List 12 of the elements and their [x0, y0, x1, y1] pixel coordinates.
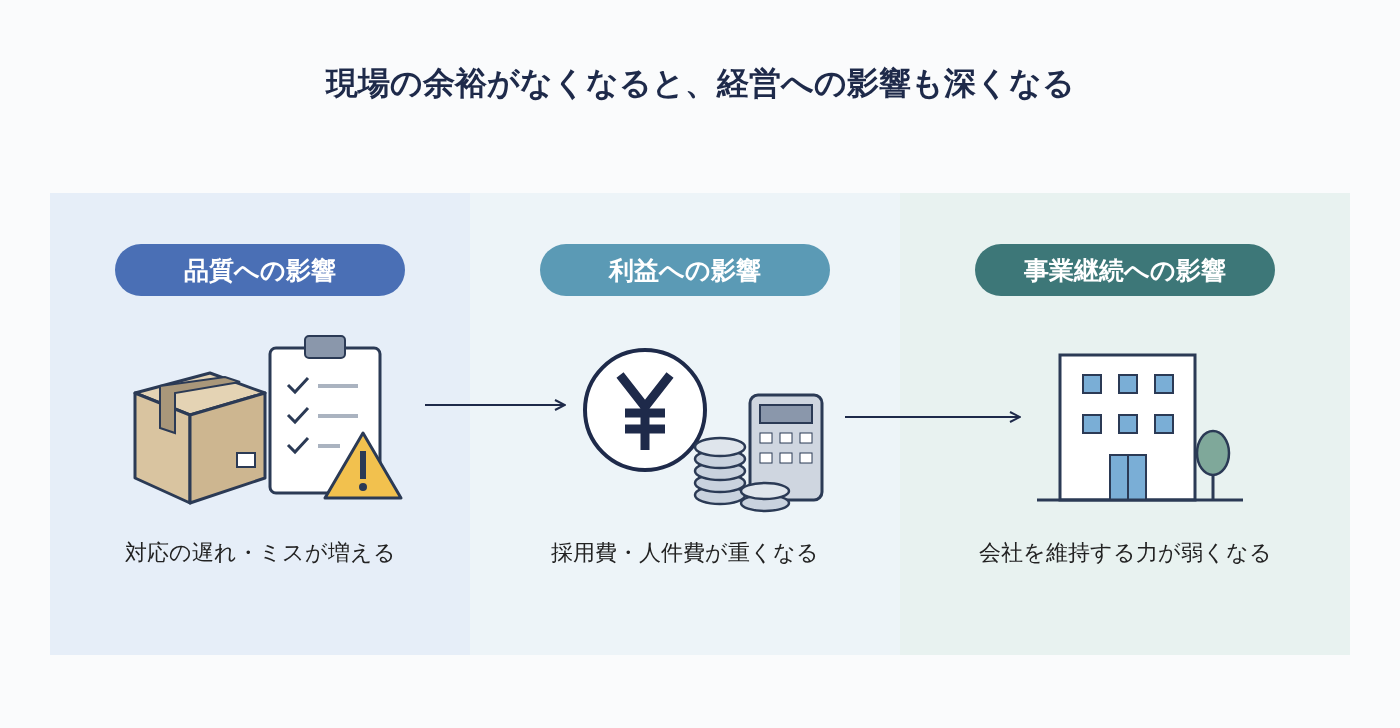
caption-text: 会社を維持する力が弱くなる — [977, 539, 1273, 567]
heading-pill: 事業継続への影響 — [975, 244, 1275, 296]
caption-text: 対応の遅れ・ミスが増える — [123, 539, 397, 567]
arrow — [844, 411, 1021, 423]
arrow — [424, 399, 566, 411]
title: 現場の余裕がなくなると、経営への影響も深くなる — [324, 63, 1076, 104]
panel — [50, 193, 470, 655]
panel — [470, 193, 900, 655]
caption-text: 採用費・人件費が重くなる — [550, 539, 820, 567]
panel — [900, 193, 1350, 655]
heading-pill: 利益への影響 — [540, 244, 830, 296]
heading-pill: 品質への影響 — [115, 244, 405, 296]
